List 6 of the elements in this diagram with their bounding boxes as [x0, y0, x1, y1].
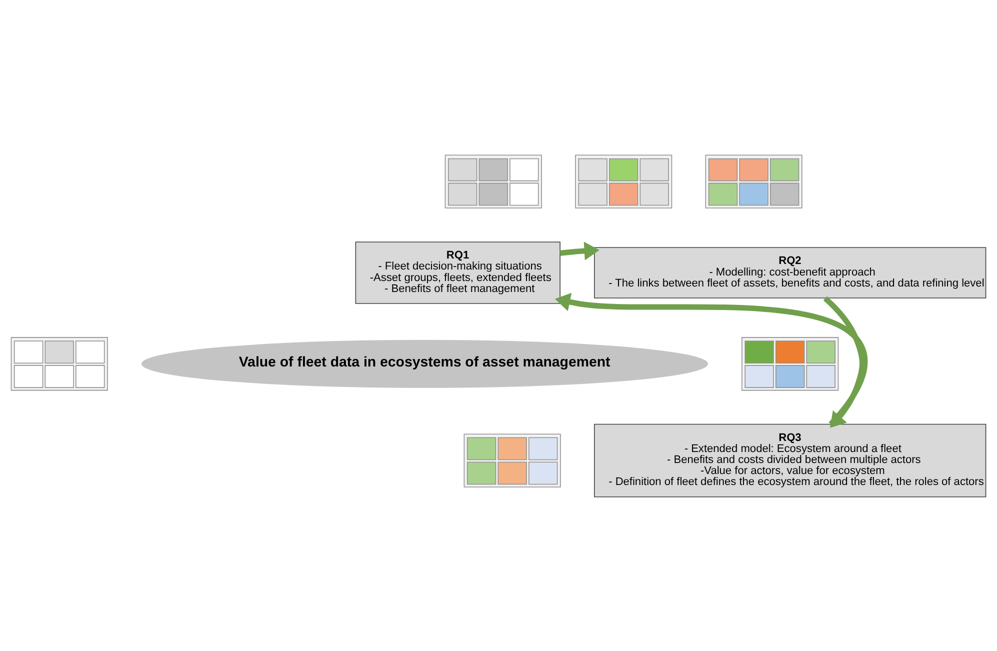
- arrow: [560, 241, 600, 260]
- node-ellipse: Value of fleet data in ecosystems of asset management: [141, 339, 708, 388]
- node-box: RQ1 - Fleet decision-making situations -Asset groups, fleets, extended fleets - Benefits of fleet management: [355, 241, 560, 304]
- arrow: [554, 292, 868, 426]
- node-box: RQ2 - Modelling: cost-benefit approach - The links between fleet of assets, benefits and costs, and data refining level: [594, 246, 986, 298]
- node-box: RQ3 - Extended model: Ecosystem around a fleet - Benefits and costs divided between multiple actors -Value for actors, value for ecosystem - Definition of fleet defines the ecosystem around the fleet, the roles of actors: [594, 423, 986, 497]
